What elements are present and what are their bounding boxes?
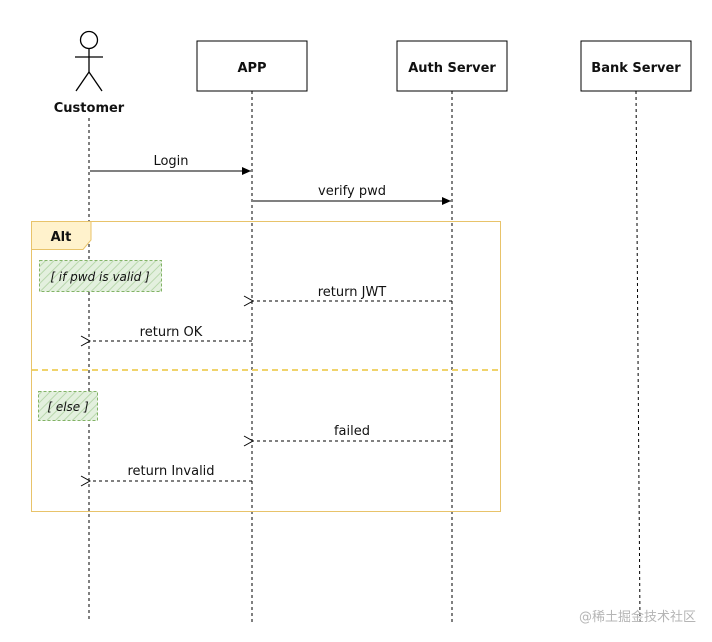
message-login-label: Login xyxy=(153,154,188,169)
participant-auth-server: Auth Server xyxy=(396,40,508,92)
participant-app: APP xyxy=(196,40,308,92)
participant-customer-label: Customer xyxy=(54,101,125,116)
alt-fragment-operator-box xyxy=(31,221,92,250)
participant-bank-server-label: Bank Server xyxy=(591,61,681,76)
watermark: @稀土掘金技术社区 xyxy=(579,609,696,625)
alt-fragment-frame xyxy=(31,221,501,512)
message-verify-pwd-label: verify pwd xyxy=(318,184,386,199)
guard-else-box xyxy=(38,391,98,421)
guard-else-label: [ else ] xyxy=(47,400,89,414)
message-failed-label: failed xyxy=(334,424,370,439)
message-return-jwt-label: return JWT xyxy=(318,285,387,300)
alt-fragment-operator-label: Alt xyxy=(51,230,72,245)
guard-valid-box xyxy=(39,260,162,292)
lifeline-bank-server xyxy=(635,90,641,623)
participant-auth-server-label: Auth Server xyxy=(408,61,496,76)
message-return-invalid-label: return Invalid xyxy=(127,464,214,479)
message-return-ok-label: return OK xyxy=(140,325,203,340)
participant-bank-server: Bank Server xyxy=(580,40,692,92)
guard-valid-label: [ if pwd is valid ] xyxy=(50,270,150,284)
customer-actor-icon xyxy=(75,30,103,92)
participant-app-label: APP xyxy=(237,61,266,76)
